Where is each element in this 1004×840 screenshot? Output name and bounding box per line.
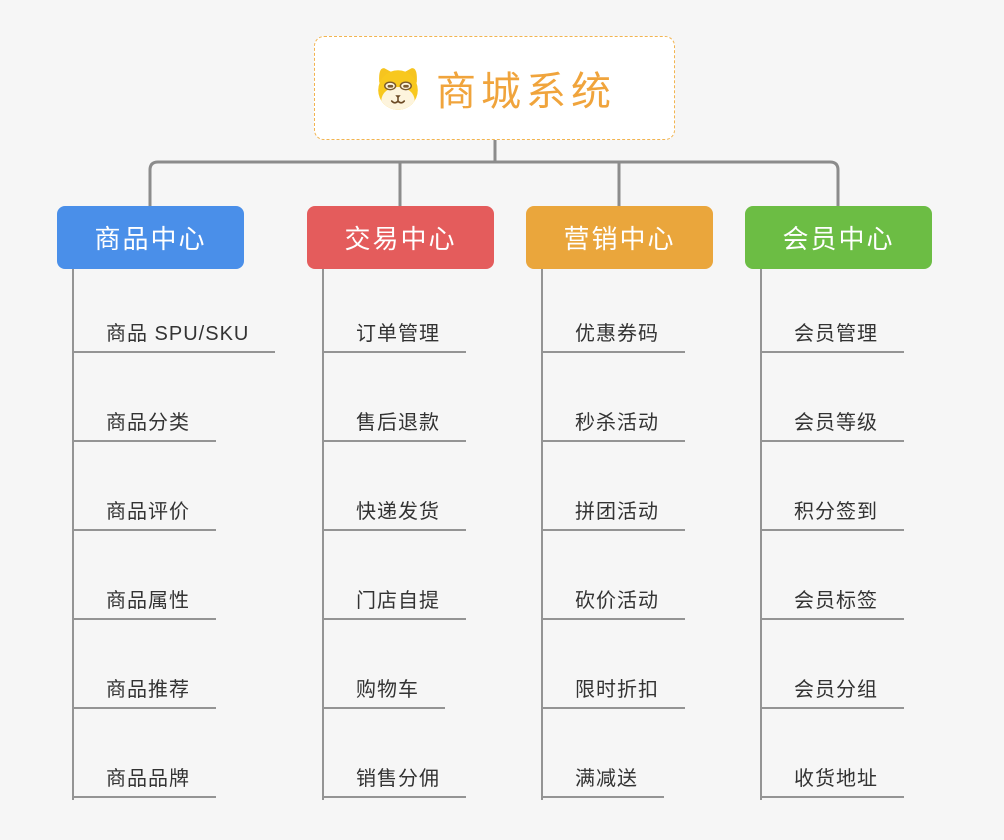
root-topic[interactable]: 商城系统 [314,36,675,140]
subtopic-list: 商品 SPU/SKU 商品分类 商品评价 商品属性 商品推荐 商品品牌 [72,269,276,798]
subtopic[interactable]: 商品分类 [72,353,216,442]
subtopic[interactable]: 优惠券码 [541,269,685,353]
branch-product-center: 商品中心 商品 SPU/SKU 商品分类 商品评价 商品属性 商品推荐 商品品牌 [57,206,307,800]
branch-member-center: 会员中心 会员管理 会员等级 积分签到 会员标签 会员分组 收货地址 [745,206,995,800]
subtopic[interactable]: 会员等级 [760,353,904,442]
subtopic[interactable]: 商品推荐 [72,620,216,709]
dog-face-icon [373,62,423,114]
subtopic[interactable]: 门店自提 [322,531,466,620]
subtopic[interactable]: 购物车 [322,620,445,709]
subtopic[interactable]: 砍价活动 [541,531,685,620]
subtopic[interactable]: 售后退款 [322,353,466,442]
subtopic-list: 优惠券码 秒杀活动 拼团活动 砍价活动 限时折扣 满减送 [541,269,685,798]
subtopic[interactable]: 限时折扣 [541,620,685,709]
subtopic[interactable]: 积分签到 [760,442,904,531]
subtopic[interactable]: 商品属性 [72,531,216,620]
branch-trunk-line [72,269,74,800]
branch-trunk-line [322,269,324,800]
branch-topic-member[interactable]: 会员中心 [745,206,932,269]
subtopic[interactable]: 订单管理 [322,269,466,353]
subtopic[interactable]: 商品评价 [72,442,216,531]
subtopic-list: 会员管理 会员等级 积分签到 会员标签 会员分组 收货地址 [760,269,904,798]
subtopic-list: 订单管理 售后退款 快递发货 门店自提 购物车 销售分佣 [322,269,466,798]
branch-topic-product[interactable]: 商品中心 [57,206,244,269]
subtopic[interactable]: 商品品牌 [72,709,216,798]
branch-trunk-line [541,269,543,800]
subtopic[interactable]: 商品 SPU/SKU [72,269,276,353]
subtopic[interactable]: 快递发货 [322,442,466,531]
subtopic[interactable]: 会员管理 [760,269,904,353]
root-topic-title: 商城系统 [436,70,616,114]
branch-trade-center: 交易中心 订单管理 售后退款 快递发货 门店自提 购物车 销售分佣 [307,206,557,800]
subtopic[interactable]: 满减送 [541,709,664,798]
branch-marketing-center: 营销中心 优惠券码 秒杀活动 拼团活动 砍价活动 限时折扣 满减送 [526,206,776,800]
subtopic[interactable]: 收货地址 [760,709,904,798]
subtopic[interactable]: 销售分佣 [322,709,466,798]
subtopic[interactable]: 秒杀活动 [541,353,685,442]
branch-topic-trade[interactable]: 交易中心 [307,206,494,269]
outer-connector-line [148,160,840,206]
subtopic[interactable]: 拼团活动 [541,442,685,531]
branch-trunk-line [760,269,762,800]
subtopic[interactable]: 会员分组 [760,620,904,709]
branch-topic-marketing[interactable]: 营销中心 [526,206,713,269]
subtopic[interactable]: 会员标签 [760,531,904,620]
